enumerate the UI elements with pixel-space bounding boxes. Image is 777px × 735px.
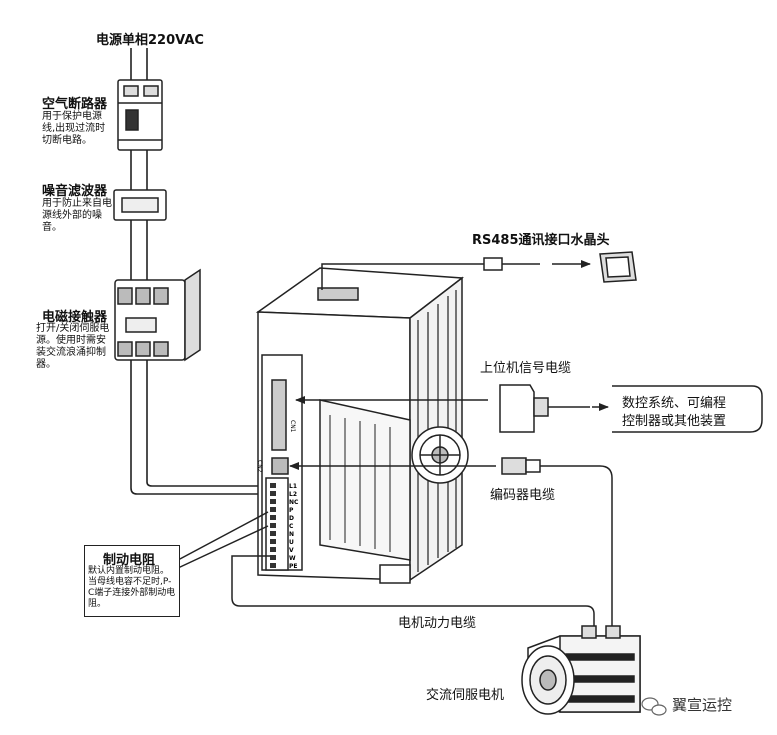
noise-filter-device [113,189,167,221]
terminal-screw-nc [270,499,276,504]
host-cable-label: 上位机信号电缆 [480,361,572,376]
terminal-screw-w [270,555,276,560]
encoder-cable-label: 编码器电缆 [490,488,556,503]
servo-motor-label: 交流伺服电机 [426,688,505,703]
host-cable-connector-icon [499,384,590,433]
terminal-screw-p [270,507,276,512]
terminal-label-c: C [289,523,294,530]
motor-power-cable [231,555,595,630]
terminal-screw-d [270,515,276,520]
breaker-filter-wires [130,150,148,190]
power-supply-label: 电源单相220VAC [96,33,204,48]
controller-box [612,385,763,433]
noise-filter-desc: 用于防止来自电源线外部的噪音。 [42,198,112,233]
terminal-label-u: U [289,539,294,546]
terminal-label-v: V [289,547,294,554]
drive-cn1-label: CN1 [289,420,296,433]
controller-label-line2: 控制器或其他装置 [622,414,727,429]
encoder-cable-line [560,465,613,628]
rs485-cable [321,257,591,290]
terminal-label-d: D [289,515,294,522]
terminal-screw-v [270,547,276,552]
terminal-screw-l1 [270,483,276,488]
filter-contactor-wires [130,220,148,285]
encoder-connector-icon [501,457,560,475]
rs485-crystal-head-icon [599,251,637,283]
terminal-label-nc: NC [289,499,299,506]
terminal-screw-pe [270,563,276,568]
brake-resistor-title: 制动电阻 [103,553,156,568]
terminal-label-p: P [289,507,294,514]
brake-resistor-desc: 默认内置制动电阻。当母线电容不足时,P-C端子连接外部制动电阻。 [88,566,176,609]
breaker-desc: 用于保护电源线,出现过流时切断电路。 [42,111,106,146]
air-breaker-device [117,79,163,151]
noise-filter-title: 噪音滤波器 [42,184,108,199]
brake-resistor-wires [177,511,269,569]
drive-cn2-label: CN2 [256,460,263,473]
terminal-screw-u [270,539,276,544]
terminal-label-n: N [289,531,294,538]
terminal-screw-n [270,531,276,536]
terminal-screw-c [270,523,276,528]
servo-motor-device [521,625,641,715]
contactor-device [114,268,201,362]
wechat-logo-icon [641,697,667,716]
contactor-title: 电磁接触器 [42,310,108,325]
terminal-label-pe: PE [289,563,298,570]
power-input-wires [130,48,148,80]
brake-resistor-box: 制动电阻 默认内置制动电阻。当母线电容不足时,P-C端子连接外部制动电阻。 [84,545,180,617]
rs485-label: RS485通讯接口水晶头 [472,233,610,248]
terminal-label-l1: L1 [289,483,297,490]
terminal-label-l2: L2 [289,491,297,498]
breaker-title: 空气断路器 [42,97,108,112]
controller-label-line1: 数控系统、可编程 [622,396,727,411]
motor-cable-label: 电机动力电缆 [398,616,477,631]
brand-text: 翼宣运控 [672,696,733,714]
contactor-drive-wires [130,360,268,495]
terminal-screw-l2 [270,491,276,496]
terminal-label-w: W [289,555,296,562]
contactor-desc: 打开/关闭伺服电源。使用时需安装交流浪涌抑制器。 [36,323,110,370]
